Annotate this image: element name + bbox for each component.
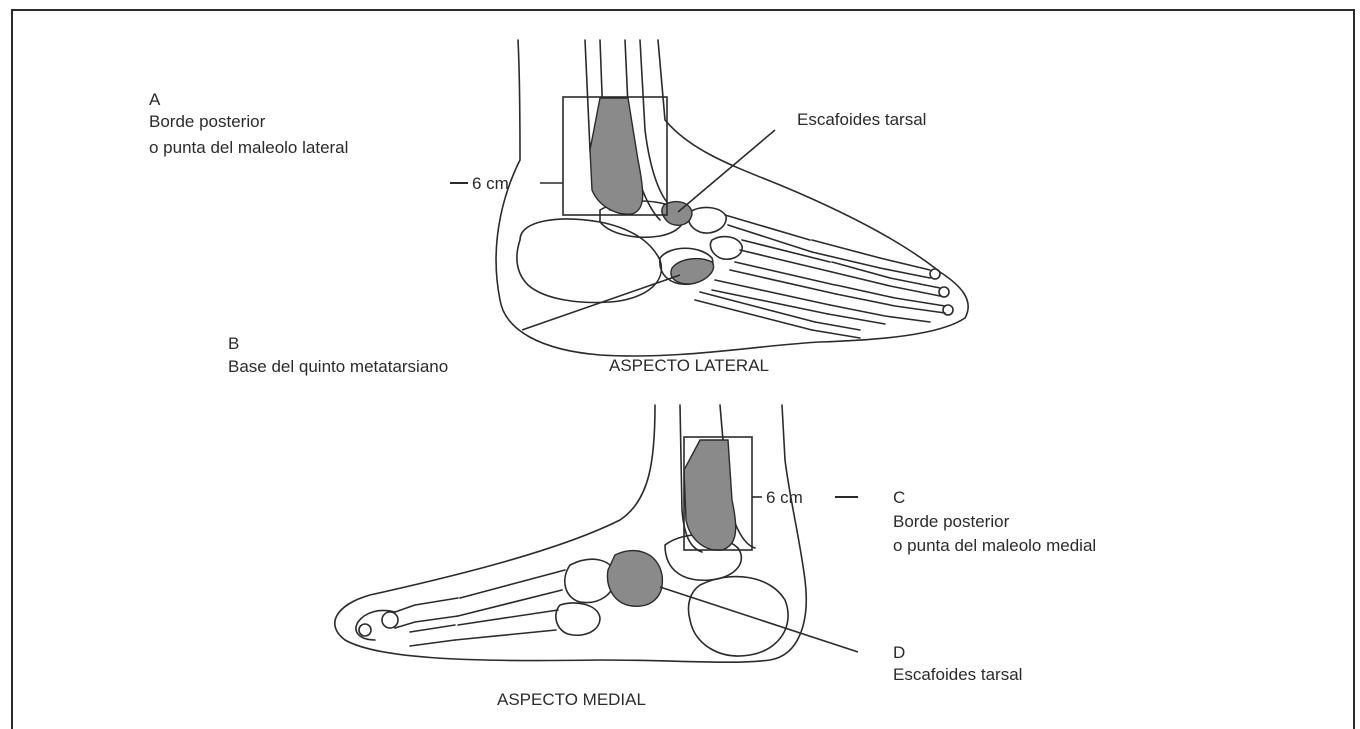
lateral-skin-outline bbox=[496, 40, 968, 356]
medial-calcaneus bbox=[688, 577, 788, 656]
point-b-letter: B bbox=[228, 333, 239, 355]
point-a-line2: o punta del maleolo lateral bbox=[149, 137, 348, 159]
lateral-calcaneus bbox=[517, 219, 661, 302]
medial-navicular-shaded-region bbox=[607, 551, 662, 607]
point-b-text: Base del quinto metatarsiano bbox=[228, 356, 448, 378]
medial-distance-label: 6 cm bbox=[766, 487, 803, 509]
lateral-foot-illustration bbox=[496, 40, 968, 356]
point-c-line1: Borde posterior bbox=[893, 511, 1009, 533]
point-a-letter: A bbox=[149, 89, 160, 111]
lateral-navicular-leader bbox=[678, 130, 775, 212]
point-a-line1: Borde posterior bbox=[149, 111, 265, 133]
lateral-view-title: ASPECTO LATERAL bbox=[609, 355, 769, 377]
medial-malleolus-shaded-region bbox=[684, 440, 736, 550]
lateral-malleolus-shaded-region bbox=[590, 98, 643, 214]
point-d-letter: D bbox=[893, 642, 905, 664]
lateral-fifth-metatarsal-shaded-region bbox=[671, 259, 714, 284]
point-b-leader bbox=[522, 275, 680, 330]
lateral-navicular-label: Escafoides tarsal bbox=[797, 109, 926, 131]
lateral-distance-label: 6 cm bbox=[472, 173, 509, 195]
medial-view-title: ASPECTO MEDIAL bbox=[497, 689, 646, 711]
point-d-text: Escafoides tarsal bbox=[893, 664, 1022, 686]
point-c-letter: C bbox=[893, 487, 905, 509]
point-c-line2: o punta del maleolo medial bbox=[893, 535, 1096, 557]
